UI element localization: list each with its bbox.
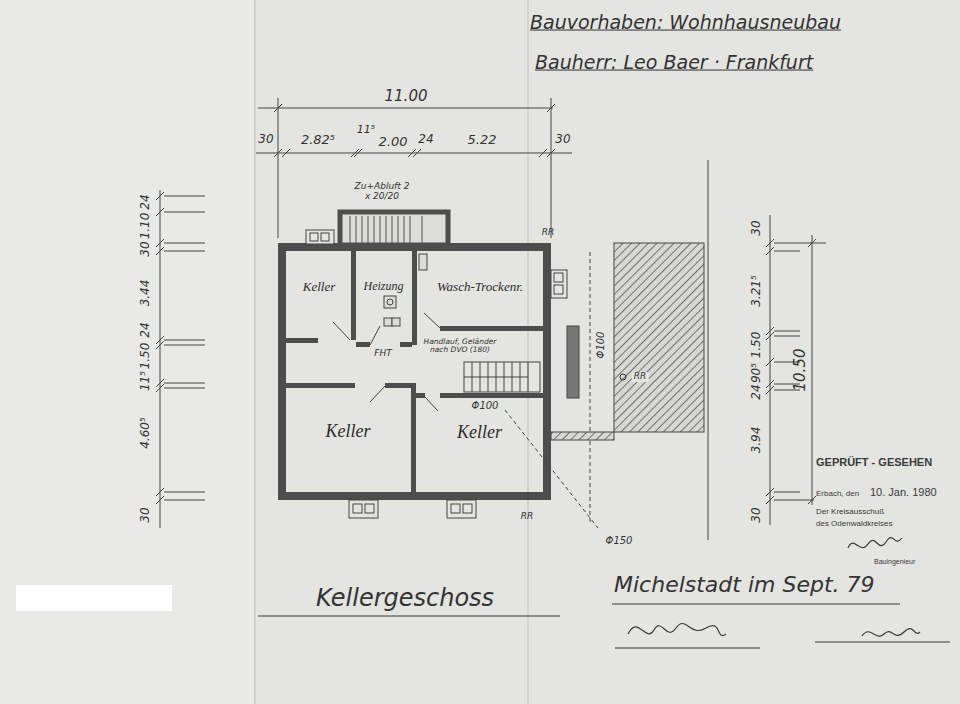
dimension-label: 4.60⁵ <box>139 417 152 449</box>
dimension-label: 1.50 <box>139 343 152 370</box>
dimension-label: 1.10 <box>139 213 152 240</box>
room: Keller <box>286 385 410 492</box>
dimension-label: 3.44 <box>139 280 152 307</box>
note-text: Zu+Abluft 2 x 20/20 <box>351 182 413 202</box>
stamp-text: 10. Jan. 1980 <box>870 486 937 498</box>
dimension-label: 11.00 <box>385 88 428 105</box>
title-text: Bauvorhaben: Wohnhausneubau <box>530 12 841 33</box>
pipe-label: RR <box>542 228 555 238</box>
dimension-label: 24 <box>418 133 433 146</box>
dimension-label: 30 <box>258 133 273 146</box>
dimension-label: 90⁵ <box>750 363 763 383</box>
note-text: FHT <box>374 349 391 359</box>
dimension-label: 30 <box>750 220 763 235</box>
stamp-text: Der Kreisausschuß <box>816 508 884 517</box>
dimension-label: 30 <box>139 507 152 522</box>
room: Keller <box>286 251 352 340</box>
dimension-label: 2.82⁵ <box>301 133 335 147</box>
room-label: Keller <box>326 421 371 442</box>
pipe-label: Φ100 <box>472 400 499 411</box>
stamp-text: GEPRÜFT - GESEHEN <box>816 456 932 468</box>
room-label: Heizung <box>364 280 404 294</box>
pipe-label: RR <box>521 512 534 522</box>
dimension-label: 11⁵ <box>139 371 152 391</box>
stamp-text: Bauingenieur <box>874 558 915 566</box>
pipe-label: Φ150 <box>606 535 633 546</box>
place-date: Michelstadt im Sept. 79 <box>614 573 875 597</box>
dimension-label: 3.94 <box>750 427 763 454</box>
stamp-text: des Odenwaldkreises <box>816 520 892 529</box>
note-text: Handlauf, Geländer nach DVO (180) <box>420 338 500 355</box>
dimension-label: 24 <box>750 384 763 399</box>
title-text: Bauherr: Leo Baer · Frankfurt <box>535 52 813 73</box>
dimension-label: 24 <box>139 322 152 337</box>
dimension-label: 11⁵ <box>357 124 375 136</box>
plan-caption: Kellergeschoss <box>316 585 494 611</box>
stamp-text: Erbach, den <box>816 490 859 499</box>
dimension-label: 1.50 <box>750 332 763 359</box>
room: Wasch-Trockenr. <box>417 251 543 326</box>
dimension-label: 2.00 <box>379 135 408 149</box>
dimension-label: 30 <box>750 507 763 522</box>
pipe-label: Φ100 <box>595 332 606 359</box>
dimension-label: 3.21⁵ <box>750 275 763 307</box>
dimension-label: 30 <box>139 241 152 256</box>
dimension-label: 10.50 <box>792 349 809 392</box>
dimension-label: 24 <box>139 194 152 209</box>
room: Keller <box>416 398 543 492</box>
dimension-label: 5.22 <box>468 133 497 147</box>
room: Heizung <box>355 251 412 343</box>
dimension-label: 30 <box>555 133 570 146</box>
room-label: Keller <box>457 422 502 443</box>
room-label: Wasch-Trockenr. <box>437 280 523 295</box>
room-label: Keller <box>303 280 336 295</box>
pipe-label: RR <box>632 372 649 382</box>
